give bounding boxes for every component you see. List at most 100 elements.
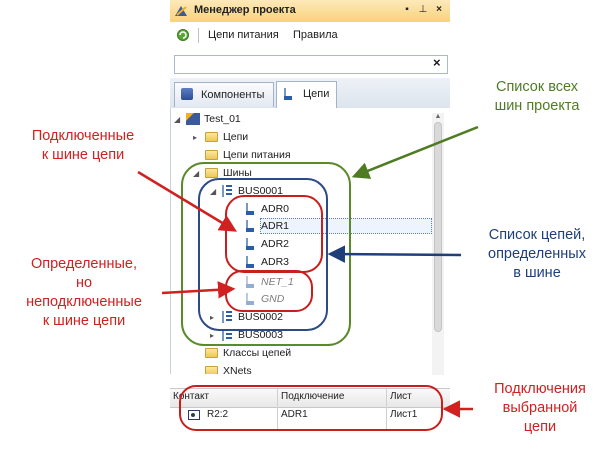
close-icon[interactable]: × xyxy=(436,4,442,15)
tree-item-net-unconnected[interactable]: GND xyxy=(245,291,284,307)
folder-icon xyxy=(205,366,218,374)
tree-item-root[interactable]: ◢ Test_01 xyxy=(174,111,241,127)
tree-item-nets[interactable]: ▸Цепи xyxy=(193,129,248,145)
pin-contact-icon xyxy=(188,410,200,420)
scroll-up-icon[interactable]: ▲ xyxy=(434,113,442,120)
callout-line: в шине xyxy=(513,265,561,281)
callout-line: Список цепей, xyxy=(488,227,586,243)
pin-contact-dot xyxy=(191,413,195,417)
column-header-contact[interactable]: Контакт xyxy=(173,391,210,402)
tree-item-label: GND xyxy=(261,293,285,305)
tree-item-net[interactable]: ADR0 xyxy=(245,201,289,217)
tree-item-label: NET_1 xyxy=(261,276,294,288)
tree-item-label: ADR0 xyxy=(261,203,290,215)
tree-item-buses[interactable]: ◢ Шины xyxy=(193,165,252,181)
expand-icon[interactable]: ▸ xyxy=(193,133,198,142)
power-nets-button[interactable]: Цепи питания xyxy=(208,29,279,41)
net-icon xyxy=(245,276,255,289)
net-icon xyxy=(245,293,255,306)
column-divider xyxy=(277,389,278,429)
tab-components-label: Компоненты xyxy=(201,89,265,101)
net-icon xyxy=(245,238,255,251)
tree-item-bus[interactable]: ◢ BUS0001 xyxy=(210,183,283,199)
callout-line: Подключенные xyxy=(31,128,135,144)
folder-icon xyxy=(205,150,218,161)
net-icon xyxy=(245,220,255,233)
expand-icon[interactable]: ▸ xyxy=(210,331,215,340)
toolbar-separator xyxy=(198,28,199,43)
table-header xyxy=(170,388,450,408)
arrow-all-buses xyxy=(351,125,479,179)
callout-all-buses: Список всех шин проекта xyxy=(464,78,610,116)
column-header-connection[interactable]: Подключение xyxy=(281,391,345,402)
tree-item-label: BUS0001 xyxy=(238,185,283,197)
tree-item-label: BUS0003 xyxy=(238,329,283,341)
tree-item-bus[interactable]: ▸BUS0002 xyxy=(210,309,283,325)
filter-input[interactable] xyxy=(174,55,448,74)
callout-line: шин проекта xyxy=(494,98,580,114)
callout-defined-unconnected: Определенные, но неподключенные к шине ц… xyxy=(4,255,164,331)
tree-item-power-nets[interactable]: Цепи питания xyxy=(205,147,291,163)
tab-nets-label: Цепи xyxy=(303,88,330,100)
pin-icon[interactable]: ▪ xyxy=(405,4,409,15)
refresh-icon-svg xyxy=(177,29,189,41)
callout-line: Определенные, xyxy=(30,256,138,272)
unconnected-nets-frame xyxy=(225,270,313,312)
bus-icon xyxy=(222,311,232,324)
callout-line: цепи xyxy=(523,419,557,435)
tree-item-net[interactable]: ADR1 xyxy=(245,218,289,234)
net-icon xyxy=(245,256,255,269)
scrollbar-thumb[interactable] xyxy=(434,122,442,332)
callout-line: Список всех xyxy=(495,79,579,95)
tree-item-label: Цепи питания xyxy=(223,149,291,161)
callout-line: определенных xyxy=(488,246,586,262)
project-icon xyxy=(186,113,200,126)
tree-item-label: Классы цепей xyxy=(223,347,292,359)
bus-icon xyxy=(222,329,232,342)
dock-icon[interactable]: ⊥ xyxy=(418,4,428,15)
collapse-icon[interactable]: ◢ xyxy=(174,115,181,124)
expand-icon[interactable]: ▸ xyxy=(210,313,215,322)
callout-line: Подключения xyxy=(494,381,586,397)
net-icon xyxy=(245,203,255,216)
callout-connected: Подключенные к шине цепи xyxy=(8,127,158,165)
tree-item-net[interactable]: ADR2 xyxy=(245,236,289,252)
toolbar xyxy=(170,22,450,50)
tree-item-label: Test_01 xyxy=(204,113,241,125)
collapse-icon[interactable]: ◢ xyxy=(210,187,217,196)
tree-item-net-classes[interactable]: Классы цепей xyxy=(205,345,291,361)
arrow-connected xyxy=(137,170,237,232)
tree-item-label: Шины xyxy=(223,167,252,179)
callout-line: к шине цепи xyxy=(42,313,126,329)
components-icon xyxy=(181,88,193,100)
tree-item-xnets[interactable]: XNets xyxy=(205,363,252,374)
callout-bus-nets: Список цепей, определенных в шине xyxy=(464,226,610,283)
tree-item-label: ADR2 xyxy=(261,238,290,250)
app-icon xyxy=(174,4,188,17)
clear-filter-icon[interactable]: × xyxy=(433,55,441,70)
arrow-bus-nets xyxy=(327,245,462,263)
tree-item-net-unconnected[interactable]: NET_1 xyxy=(245,274,294,290)
folder-icon xyxy=(205,168,218,179)
cell-connection: ADR1 xyxy=(281,409,308,420)
tab-nets[interactable]: Цепи xyxy=(276,81,337,108)
tree-item-label: ADR3 xyxy=(261,256,290,268)
tree-item-bus[interactable]: ▸ BUS0003 xyxy=(210,327,283,343)
folder-icon xyxy=(205,348,218,359)
nets-icon xyxy=(283,88,299,101)
rules-button[interactable]: Правила xyxy=(293,29,338,41)
connections-frame xyxy=(179,385,443,431)
arrow-unconnected xyxy=(161,281,236,299)
bus-icon xyxy=(222,185,232,198)
column-header-sheet[interactable]: Лист xyxy=(390,391,412,402)
tree-item-net[interactable]: ADR3 xyxy=(245,254,289,270)
refresh-icon[interactable] xyxy=(176,28,190,42)
connected-nets-frame xyxy=(225,195,323,273)
collapse-icon[interactable]: ◢ xyxy=(193,169,200,178)
folder-icon xyxy=(205,132,218,143)
callout-line: к шине цепи xyxy=(41,147,125,163)
net-glyph xyxy=(283,88,293,101)
callout-selected-connections: Подключения выбранной цепи xyxy=(470,380,610,437)
callout-line: неподключенные xyxy=(26,294,142,310)
